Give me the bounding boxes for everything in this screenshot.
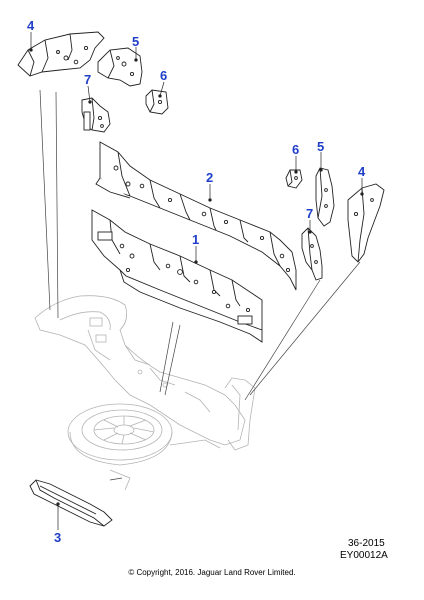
part-4-right-panel bbox=[347, 183, 385, 263]
callout-leaders bbox=[29, 32, 364, 530]
part-4-left-panel bbox=[17, 31, 105, 77]
callout-7-upper: 7 bbox=[84, 72, 91, 87]
callout-6-upper: 6 bbox=[160, 68, 167, 83]
callout-6-right: 6 bbox=[292, 142, 299, 157]
copyright-notice: © Copyright, 2016. Jaguar Land Rover Lim… bbox=[128, 568, 296, 577]
callout-5-upper: 5 bbox=[132, 34, 139, 49]
part-3-sill-trim bbox=[29, 479, 113, 527]
drawing-id: EY00012A bbox=[340, 550, 388, 561]
part-2-upper-panel bbox=[95, 141, 297, 291]
part-1-lower-panel bbox=[91, 209, 263, 343]
callout-5-right: 5 bbox=[317, 139, 324, 154]
part-5-bracket-upper bbox=[97, 47, 143, 87]
part-5-bracket-right bbox=[315, 167, 335, 227]
callout-1: 1 bbox=[192, 232, 199, 247]
part-6-clip-right bbox=[285, 169, 303, 189]
part-6-clip-upper bbox=[145, 89, 169, 115]
callout-4-left: 4 bbox=[27, 18, 35, 33]
leader-lines bbox=[39, 89, 361, 481]
part-7-bracket-upper bbox=[81, 97, 111, 133]
callout-7-right: 7 bbox=[306, 206, 313, 221]
callout-4-right: 4 bbox=[358, 164, 366, 179]
part-7-bracket-right bbox=[301, 227, 323, 281]
date-code: 36-2015 bbox=[348, 538, 385, 549]
callout-2: 2 bbox=[206, 170, 213, 185]
callout-numbers: 4 5 6 7 2 1 6 5 4 7 3 bbox=[27, 18, 366, 545]
vehicle-body-outline bbox=[34, 295, 256, 491]
callout-3: 3 bbox=[54, 530, 61, 545]
